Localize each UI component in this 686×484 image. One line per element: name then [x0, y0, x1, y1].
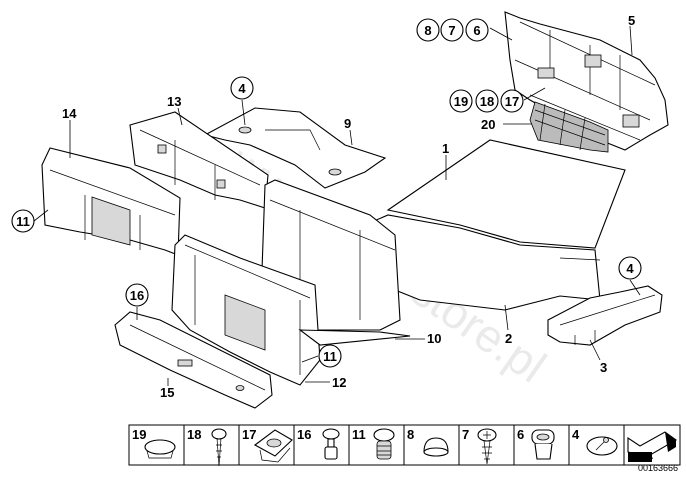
callout-6[interactable]: 6 — [465, 18, 489, 42]
arrow-icon — [627, 431, 678, 462]
part-5-trunk-rear-panel[interactable] — [504, 11, 669, 151]
svg-text:8: 8 — [424, 23, 431, 38]
svg-text:6: 6 — [473, 23, 480, 38]
svg-text:11: 11 — [352, 427, 366, 442]
part-12-lower-center-panel[interactable] — [171, 234, 321, 386]
strip-cell-16[interactable]: 16 — [297, 427, 340, 460]
washer-clip-icon — [586, 436, 618, 456]
svg-text:19: 19 — [454, 94, 468, 109]
part-15-loading-sill-trim[interactable] — [114, 311, 273, 409]
expanding-rivet-icon — [322, 428, 340, 460]
callout-8[interactable]: 8 — [416, 18, 440, 42]
svg-text:17: 17 — [505, 94, 519, 109]
tapping-screw-icon — [477, 428, 497, 465]
callout-4[interactable]: 4 — [618, 256, 642, 280]
part-14-side-panel-with-flap[interactable] — [41, 147, 181, 256]
part-1-floor-covering[interactable] — [386, 139, 626, 249]
part-9-parcel-shelf-trim[interactable] — [203, 107, 387, 189]
callout-14[interactable]: 14 — [62, 106, 77, 121]
svg-text:7: 7 — [448, 23, 455, 38]
svg-text:8: 8 — [407, 427, 414, 442]
callout-17[interactable]: 17 — [500, 89, 524, 113]
strip-cell-17[interactable]: 17 — [242, 427, 293, 463]
callout-1[interactable]: 1 — [442, 141, 449, 156]
push-clip-icon — [373, 428, 395, 460]
svg-text:4: 4 — [626, 261, 634, 276]
part-3-side-bracket[interactable] — [547, 285, 663, 346]
svg-text:18: 18 — [187, 427, 201, 442]
callout-19[interactable]: 19 — [449, 89, 473, 113]
svg-text:18: 18 — [480, 94, 494, 109]
callout-20[interactable]: 20 — [481, 117, 495, 132]
callout-11[interactable]: 11 — [11, 209, 35, 233]
part-20-luggage-net[interactable] — [529, 101, 609, 153]
document-number: 00163666 — [637, 463, 678, 473]
callout-10[interactable]: 10 — [427, 331, 441, 346]
callout-2[interactable]: 2 — [505, 331, 512, 346]
part-10-floor-edge-trim[interactable] — [298, 329, 411, 346]
strip-cell-18[interactable]: 18 — [187, 427, 227, 467]
svg-text:7: 7 — [462, 427, 469, 442]
callout-12[interactable]: 12 — [332, 375, 346, 390]
screw-icon — [211, 428, 227, 467]
strip-cell-4[interactable]: 4 — [572, 427, 618, 456]
part-13-side-trim-panel[interactable] — [129, 111, 269, 209]
cap-plug-icon — [144, 439, 176, 459]
svg-text:4: 4 — [572, 427, 580, 442]
callout-15[interactable]: 15 — [160, 385, 174, 400]
callout-11[interactable]: 11 — [318, 344, 342, 368]
strip-cell-7[interactable]: 7 — [462, 427, 497, 465]
fastener-strip: 19 18 17 16 11 8 7 — [128, 424, 681, 467]
leader-lines — [33, 25, 641, 386]
svg-text:11: 11 — [16, 214, 30, 229]
svg-text:6: 6 — [517, 427, 524, 442]
clip-nut-icon — [253, 429, 293, 463]
strip-cell-11[interactable]: 11 — [352, 427, 395, 460]
grommet-icon — [531, 429, 555, 460]
strip-cell-19[interactable]: 19 — [132, 427, 176, 459]
callout-9[interactable]: 9 — [344, 116, 351, 131]
svg-text:19: 19 — [132, 427, 146, 442]
svg-text:16: 16 — [130, 288, 144, 303]
callout-4[interactable]: 4 — [230, 76, 254, 100]
cap-icon — [423, 437, 449, 457]
callout-16[interactable]: 16 — [125, 283, 149, 307]
callout-7[interactable]: 7 — [440, 18, 464, 42]
callout-13[interactable]: 13 — [167, 94, 181, 109]
svg-text:11: 11 — [323, 349, 337, 364]
strip-cell-6[interactable]: 6 — [517, 427, 555, 460]
svg-text:4: 4 — [238, 81, 246, 96]
callout-18[interactable]: 18 — [475, 89, 499, 113]
svg-text:17: 17 — [242, 427, 256, 442]
callout-3[interactable]: 3 — [600, 360, 607, 375]
callout-5[interactable]: 5 — [628, 13, 635, 28]
strip-cell-8[interactable]: 8 — [407, 427, 449, 457]
svg-text:16: 16 — [297, 427, 311, 442]
